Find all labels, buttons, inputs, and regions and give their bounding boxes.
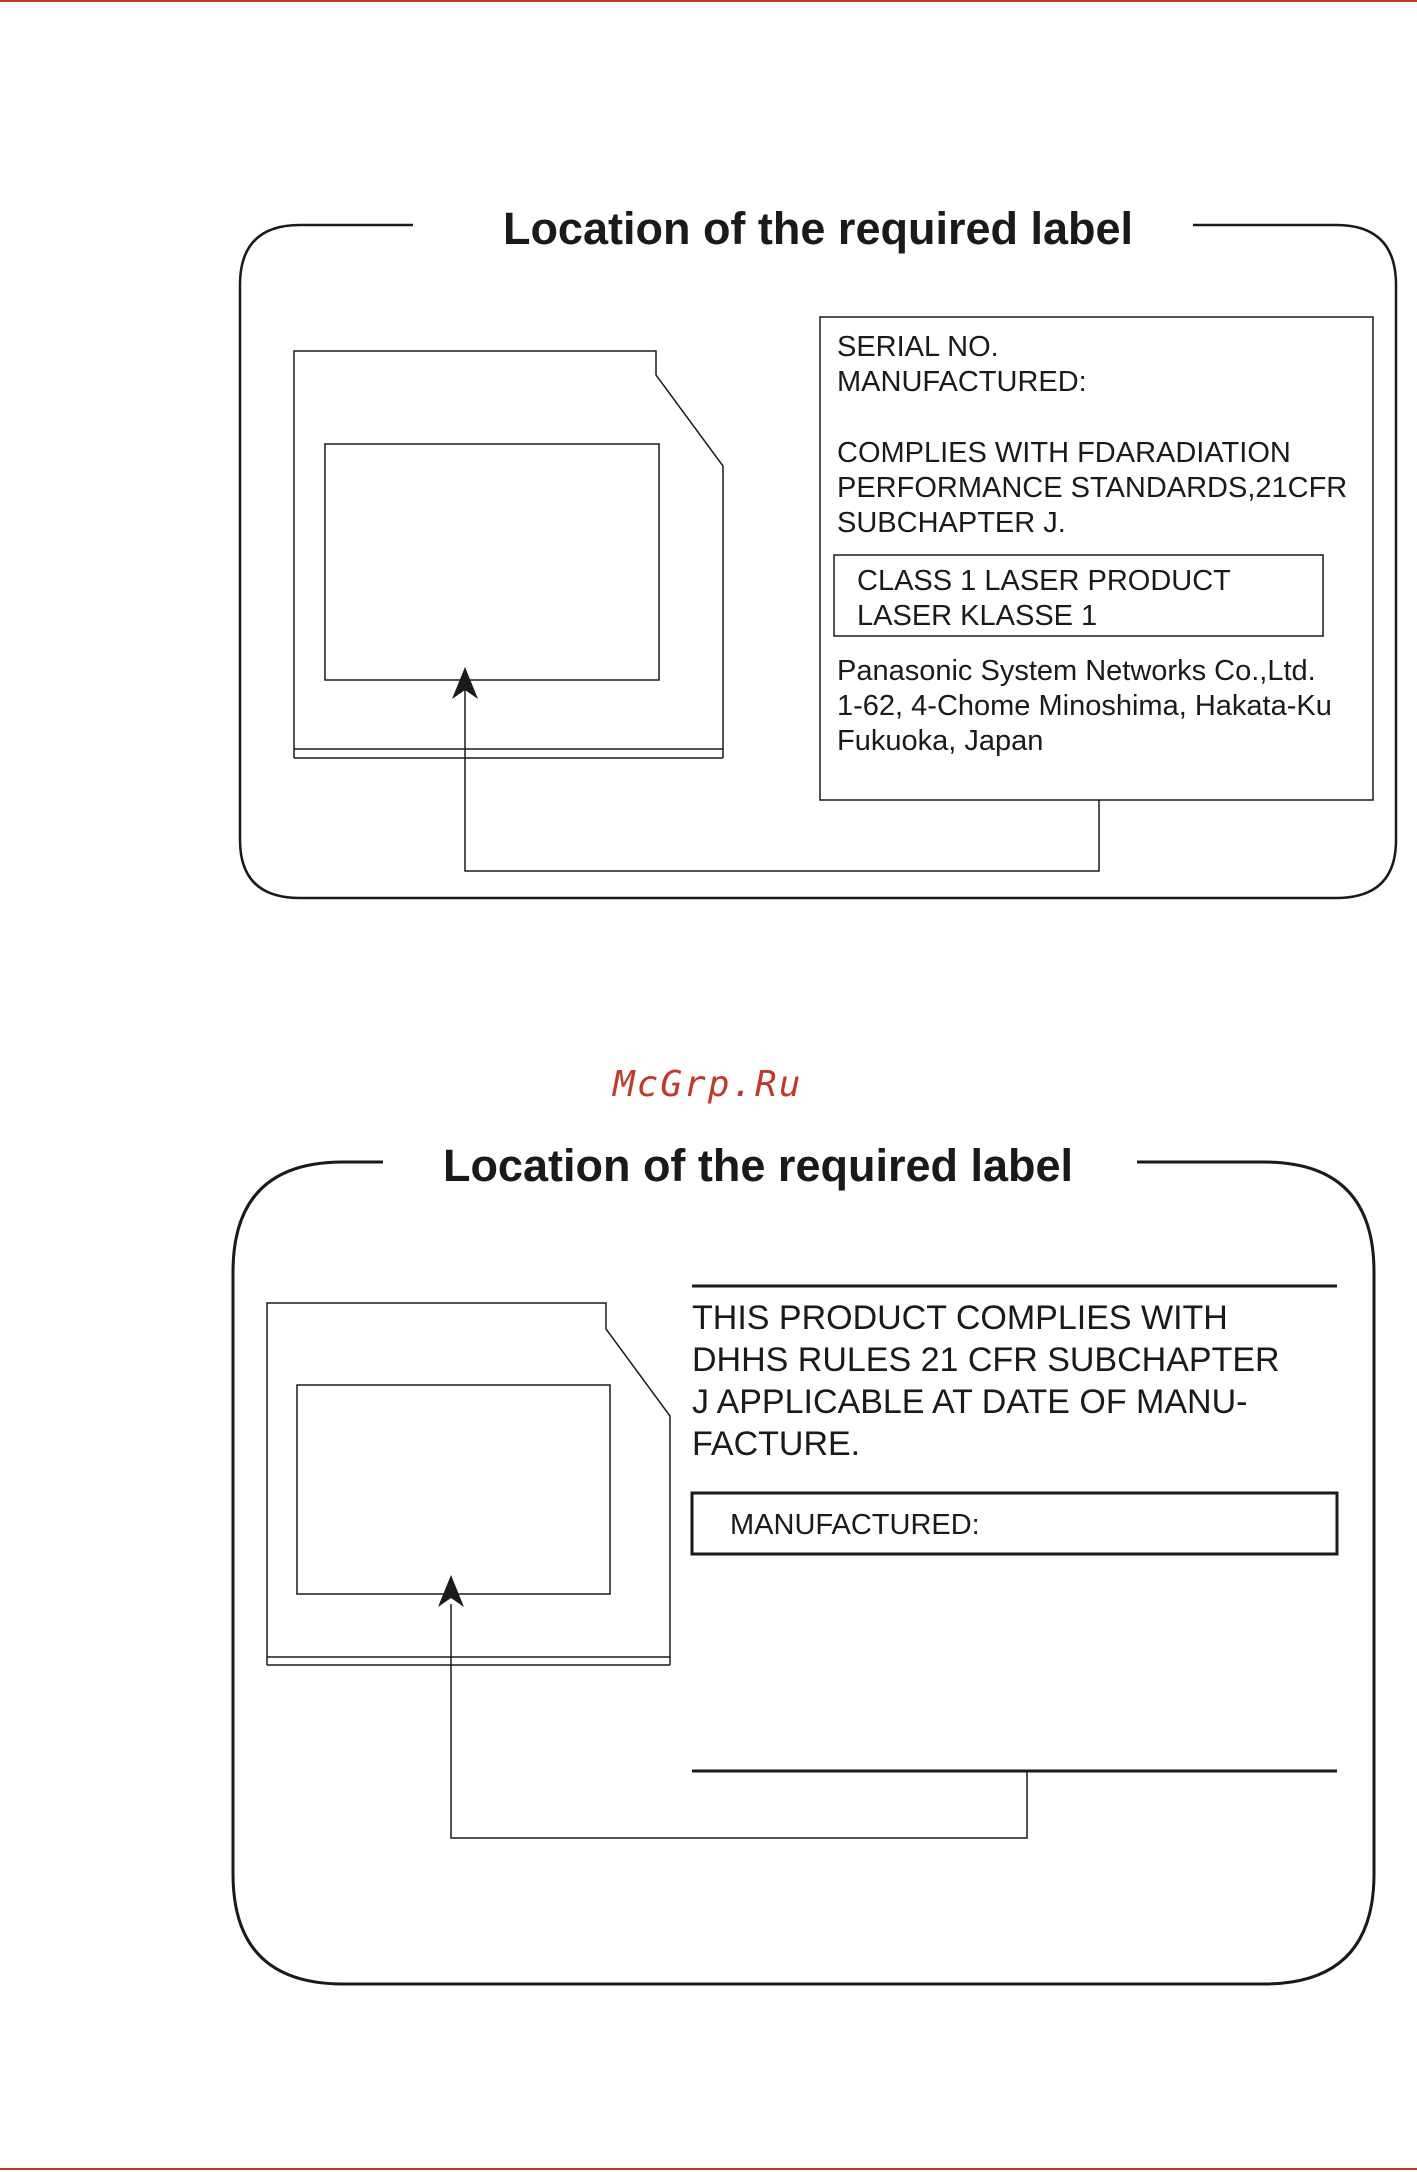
figure-2-visible-rounded-frame [233, 1162, 383, 1874]
figure-2-box [233, 1162, 383, 1875]
figure-2-frame-line [233, 1162, 383, 1874]
label-address-3: Fukuoka, Japan [837, 725, 1043, 757]
figure-2-frame-path [233, 1162, 383, 1874]
figure-1-label-box [819, 316, 1374, 801]
figure-2-outline [233, 1162, 383, 1874]
label-complies-1: COMPLIES WITH FDARADIATION [837, 437, 1291, 469]
figure-2-frame-visible-stroke [233, 1162, 383, 1874]
label-address-1: Panasonic System Networks Co.,Ltd. [837, 655, 1316, 687]
label2-manufactured: MANUFACTURED: [730, 1509, 980, 1541]
figure-2-rounded-frame-outline [233, 1162, 383, 1874]
figure-1-leader-line [464, 690, 1100, 872]
figure-2-rounded-box [233, 1162, 383, 1874]
figure-2-border-rounded [233, 1162, 383, 1874]
figure-2-frame-render [233, 1162, 383, 1874]
figure-2-main-frame [233, 1162, 383, 1874]
figure-2-frame-drawn [233, 1162, 383, 1874]
figure-2-frame [233, 1162, 383, 1880]
figure-2-frame-rounded-visible [233, 1162, 383, 1874]
figure-2-final-frame [233, 1162, 383, 1874]
figure-2-frame-stroked [233, 1162, 383, 1874]
label2-complies-1: THIS PRODUCT COMPLIES WITH [692, 1299, 1228, 1337]
figure-2-border-line [233, 1162, 383, 1874]
figure-2-arrow-icon [438, 1575, 464, 1607]
figure-2-frame-border [233, 1162, 383, 1872]
figure-2-drawn-rounded-frame [233, 1162, 383, 1874]
figure-2-rounded-frame [233, 1162, 383, 1873]
figure-2-leader-line [450, 1604, 1028, 1839]
figure-2-rounded-rect [233, 1162, 383, 1874]
figure-2-frame-final [233, 1162, 383, 1874]
figure-2-frame-drawing [233, 1162, 383, 1874]
label2-complies-4: FACTURE. [692, 1425, 860, 1463]
figure-2: Location of the required label THIS PROD… [231, 1140, 1376, 1986]
label2-complies-2: DHHS RULES 21 CFR SUBCHAPTER [692, 1341, 1280, 1379]
figure-2-container [233, 1162, 383, 1874]
figure-2-border-drawn [233, 1162, 383, 1874]
watermark: McGrp.Ru [613, 1064, 803, 1105]
figure-1-label-area [324, 443, 660, 681]
label-complies-2: PERFORMANCE STANDARDS,21CFR [837, 472, 1347, 504]
figure-2-frame-main [233, 1162, 383, 1874]
figure-2-border-outer [233, 1162, 383, 1874]
figure-2-border-frame [233, 1162, 383, 1874]
label-serial: SERIAL NO. [837, 331, 999, 363]
label-complies-3: SUBCHAPTER J. [837, 507, 1066, 539]
figure-2-frame-path-visible [233, 1162, 383, 1874]
figure-2-drawn-frame [233, 1162, 383, 1874]
figure-2-frame-outline [233, 1162, 383, 1876]
figure-2-visible-frame [233, 1162, 383, 1874]
label-address-2: 1-62, 4-Chome Minoshima, Hakata-Ku [837, 690, 1332, 722]
figure-1: Location of the required label SERIAL NO… [238, 203, 1398, 900]
label-class-1: CLASS 1 LASER PRODUCT [857, 565, 1231, 597]
figure-2-frame-border-visible [233, 1162, 383, 1874]
figure-2-real-frame [233, 1162, 383, 1874]
figure-2-rounded-outline [233, 1162, 383, 1874]
figure-2-outer-rounded-frame [233, 1162, 383, 1874]
figure-2-frame-stroke [233, 1162, 383, 1876]
label-manufactured: MANUFACTURED: [837, 366, 1087, 398]
figure-2-frame-rounded [233, 1162, 383, 1874]
figure-2-rounded-frame-stroke [231, 1160, 1376, 1986]
figure-2-frame-line-visible [233, 1162, 383, 1874]
figure-2-frame-main-visible [233, 1162, 383, 1874]
figure-2-manufactured-box [690, 1491, 1339, 1556]
figure-2-frame-outer [233, 1162, 383, 1874]
figure-2-frame-visible [233, 1162, 383, 1874]
figure-2-frame-rect [233, 1162, 383, 1874]
figure-2-outer-frame [233, 1162, 383, 1874]
figure-2-border [233, 1162, 383, 1875]
top-rule [0, 0, 1417, 2]
figure-2-title: Location of the required label [443, 1140, 1073, 1191]
figure-2-rounded-frame-visible [233, 1162, 383, 1874]
figure-2-rounded-border [233, 1162, 383, 1874]
figure-2-frame-real-stroke [233, 1162, 383, 1874]
figure-2-frame-real [233, 1162, 383, 1874]
figure-2-frame-complete [233, 1162, 383, 1874]
figure-2-frame-shape [233, 1162, 383, 1874]
figure-2-frame-actual [233, 1162, 383, 1872]
label-class-2: LASER KLASSE 1 [857, 600, 1097, 632]
figure-1-class-box [833, 554, 1324, 637]
figure-2-frame-drawn-visible [233, 1162, 383, 1874]
figure-2-rounded-frame-drawn [233, 1162, 383, 1874]
figure-2-border-visible [233, 1162, 383, 1874]
figure-2-label-area [296, 1384, 611, 1595]
figure-1-title: Location of the required label [503, 203, 1133, 254]
label2-complies-3: J APPLICABLE AT DATE OF MANU- [692, 1383, 1247, 1421]
figure-1-arrow-icon [452, 667, 478, 699]
bottom-rule [0, 2168, 1417, 2170]
figure-1-frame [238, 223, 1398, 900]
